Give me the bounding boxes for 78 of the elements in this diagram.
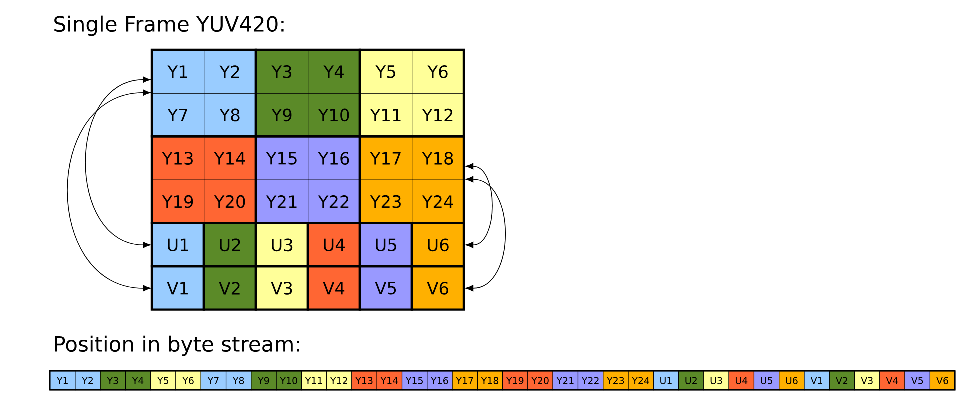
grid-cell: Y22 xyxy=(308,180,361,224)
stream-cell: Y4 xyxy=(125,371,152,391)
grid-cell: Y10 xyxy=(308,93,361,138)
stream-cell: Y20 xyxy=(528,371,554,391)
grid-cell: Y5 xyxy=(360,50,413,94)
section-label: Position in byte stream: xyxy=(55,336,300,356)
grid-cell: Y8 xyxy=(204,93,257,138)
stream-cell: Y16 xyxy=(427,371,453,391)
stream-cell: V6 xyxy=(930,371,956,391)
stream-cell: Y19 xyxy=(502,371,528,391)
grid-cell: Y16 xyxy=(308,136,361,180)
stream-cell: Y21 xyxy=(552,371,579,391)
stream-cell: Y6 xyxy=(176,371,202,391)
stream-cell: Y5 xyxy=(150,371,176,391)
stream-cell: Y7 xyxy=(200,371,227,391)
grid-cell: Y23 xyxy=(360,180,413,224)
stream-cell: V1 xyxy=(804,371,830,391)
grid-cell: Y7 xyxy=(152,93,205,138)
stream-cell: U5 xyxy=(754,371,780,391)
arrow xyxy=(67,90,151,292)
stream-cell: Y24 xyxy=(628,371,654,391)
grid-cell: Y3 xyxy=(256,50,309,94)
grid-cell: V4 xyxy=(308,266,361,310)
grid-cell: Y13 xyxy=(152,136,205,180)
title: Single Frame YUV420: xyxy=(54,16,284,36)
grid-cell: Y18 xyxy=(412,136,465,180)
grid-cell: Y21 xyxy=(256,180,309,224)
stream-cell: Y3 xyxy=(100,371,126,391)
stream-cell: Y2 xyxy=(75,371,101,391)
grid-cell: Y12 xyxy=(412,93,465,138)
grid-cell: V3 xyxy=(256,266,309,310)
grid-cell: U2 xyxy=(204,223,257,268)
grid-cell: U5 xyxy=(360,223,413,268)
stream-cell: U2 xyxy=(678,371,704,391)
stream-cell: Y17 xyxy=(452,371,478,391)
stream-cell: V4 xyxy=(880,371,906,391)
stream-cell: Y12 xyxy=(326,371,352,391)
grid-cell: U1 xyxy=(152,223,205,268)
grid-cell: Y20 xyxy=(204,180,257,224)
stream-cell: Y23 xyxy=(603,371,629,391)
stream-cell: Y9 xyxy=(251,371,277,391)
stream-cell: V3 xyxy=(854,371,880,391)
stream-cell: U1 xyxy=(653,371,680,391)
grid-cell: Y11 xyxy=(360,93,413,138)
stream-cell: Y1 xyxy=(50,371,76,391)
arrow xyxy=(85,76,151,248)
grid-cell: Y15 xyxy=(256,136,309,180)
stream-cell: Y11 xyxy=(301,371,328,391)
stream-cell: V2 xyxy=(829,371,856,391)
stream-cell: Y8 xyxy=(226,371,252,391)
stream-cell: Y15 xyxy=(402,371,428,391)
stream-cell: V5 xyxy=(904,371,930,391)
grid-cell: U4 xyxy=(308,223,361,268)
stream-cell: Y14 xyxy=(376,371,403,391)
grid-cell: Y17 xyxy=(360,136,413,180)
grid-cell: Y19 xyxy=(152,180,205,224)
stream-cell: Y13 xyxy=(352,371,378,391)
grid-cell: U3 xyxy=(256,223,309,268)
stream-cell: U4 xyxy=(728,371,755,391)
grid-cell: Y9 xyxy=(256,93,309,138)
grid-cell: Y24 xyxy=(412,180,465,224)
grid-cell: V2 xyxy=(204,266,257,310)
grid-cell: V1 xyxy=(152,266,205,310)
grid-cell: Y6 xyxy=(412,50,465,94)
grid-cell: U6 xyxy=(412,223,465,268)
stream-cell: Y10 xyxy=(276,371,302,391)
grid-cell: V5 xyxy=(360,266,413,310)
stream-cell: U3 xyxy=(704,371,730,391)
grid-cell: Y4 xyxy=(308,50,361,94)
stream-cell: Y22 xyxy=(578,371,604,391)
grid-cell: V6 xyxy=(412,266,465,310)
grid-cell: Y2 xyxy=(204,50,257,94)
grid-cell: Y14 xyxy=(204,136,257,180)
grid-cell: Y1 xyxy=(152,50,205,94)
stream-cell: U6 xyxy=(779,371,805,391)
stream-cell: Y18 xyxy=(477,371,504,391)
arrow xyxy=(466,176,506,292)
arrow xyxy=(466,163,493,248)
